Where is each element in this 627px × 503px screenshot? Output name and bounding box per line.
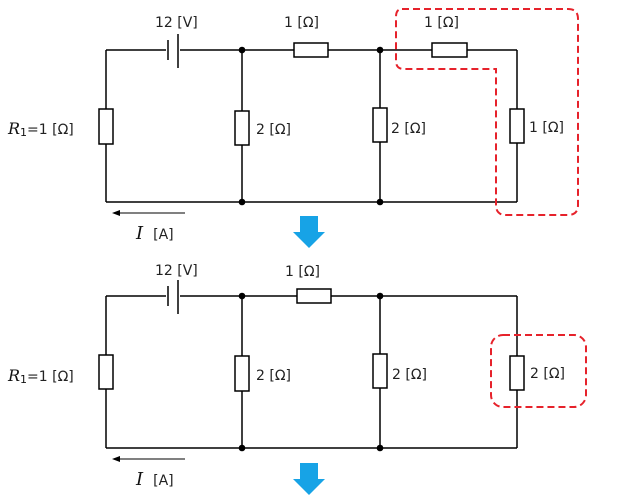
top-r1-subscript: 1	[20, 126, 27, 139]
top-current-unit: [A]	[153, 227, 174, 243]
top-r1-value: =1 [Ω]	[27, 122, 74, 138]
top-current-label: I [A]	[135, 223, 174, 244]
top-series-resistor-2	[431, 42, 468, 58]
top-shunt-mid-resistor	[372, 107, 388, 143]
top-junction-dot	[238, 198, 246, 206]
top-series-resistor-1	[293, 42, 329, 58]
bottom-shunt-right-resistor	[509, 355, 525, 391]
bottom-shunt-left-label: 2 [Ω]	[256, 368, 291, 384]
bottom-shunt-mid-resistor	[372, 353, 388, 389]
top-junction-dot	[376, 46, 384, 54]
top-r1-symbol: R	[7, 119, 20, 138]
transform-arrow-down-icon	[293, 216, 325, 248]
bottom-battery-symbol	[166, 280, 180, 314]
top-r1-resistor	[98, 108, 114, 145]
bottom-junction-dot	[376, 292, 384, 300]
top-series-resistor-1-label: 1 [Ω]	[284, 15, 319, 31]
top-highlight-outline	[395, 8, 579, 216]
bottom-r1-subscript: 1	[20, 373, 27, 386]
bottom-circuit: 12 [V] 1 [Ω] 2 [Ω] 2 [Ω] 2 [Ω] R1=1 [Ω] …	[7, 263, 587, 490]
bottom-battery-label: 12 [V]	[155, 263, 198, 279]
top-battery-symbol	[166, 34, 180, 68]
top-shunt-left-label: 2 [Ω]	[256, 122, 291, 138]
bottom-highlight-outline	[490, 334, 587, 408]
bottom-r1-symbol: R	[7, 366, 20, 385]
top-current-arrow	[112, 210, 185, 216]
top-battery-label: 12 [V]	[155, 15, 198, 31]
bottom-series-resistor-1-label: 1 [Ω]	[285, 264, 320, 280]
bottom-junction-dot	[238, 292, 246, 300]
top-shunt-right-label: 1 [Ω]	[529, 120, 564, 136]
bottom-shunt-mid-label: 2 [Ω]	[392, 367, 427, 383]
top-junction-dot	[238, 46, 246, 54]
top-r1-label: R1=1 [Ω]	[7, 119, 74, 139]
top-current-symbol: I	[135, 223, 144, 244]
top-series-resistor-2-label: 1 [Ω]	[424, 15, 459, 31]
top-junction-dot	[376, 198, 384, 206]
bottom-r1-resistor	[98, 354, 114, 390]
bottom-current-label: I [A]	[135, 469, 174, 490]
top-shunt-left-resistor	[234, 110, 250, 146]
bottom-junction-dot	[376, 444, 384, 452]
bottom-current-symbol: I	[135, 469, 144, 490]
top-shunt-mid-label: 2 [Ω]	[391, 121, 426, 137]
bottom-junction-dot	[238, 444, 246, 452]
top-circuit: 12 [V] 1 [Ω] 1 [Ω] 2 [Ω] 2 [Ω] 1 [Ω] R1=…	[7, 8, 579, 244]
bottom-series-resistor-1	[296, 288, 332, 304]
transform-arrow-down-icon	[293, 463, 325, 495]
bottom-current-unit: [A]	[153, 473, 174, 489]
bottom-r1-label: R1=1 [Ω]	[7, 366, 74, 386]
bottom-shunt-right-label: 2 [Ω]	[530, 366, 565, 382]
bottom-shunt-left-resistor	[234, 355, 250, 392]
top-shunt-right-resistor	[509, 108, 525, 144]
bottom-r1-value: =1 [Ω]	[27, 369, 74, 385]
bottom-current-arrow	[112, 456, 185, 462]
